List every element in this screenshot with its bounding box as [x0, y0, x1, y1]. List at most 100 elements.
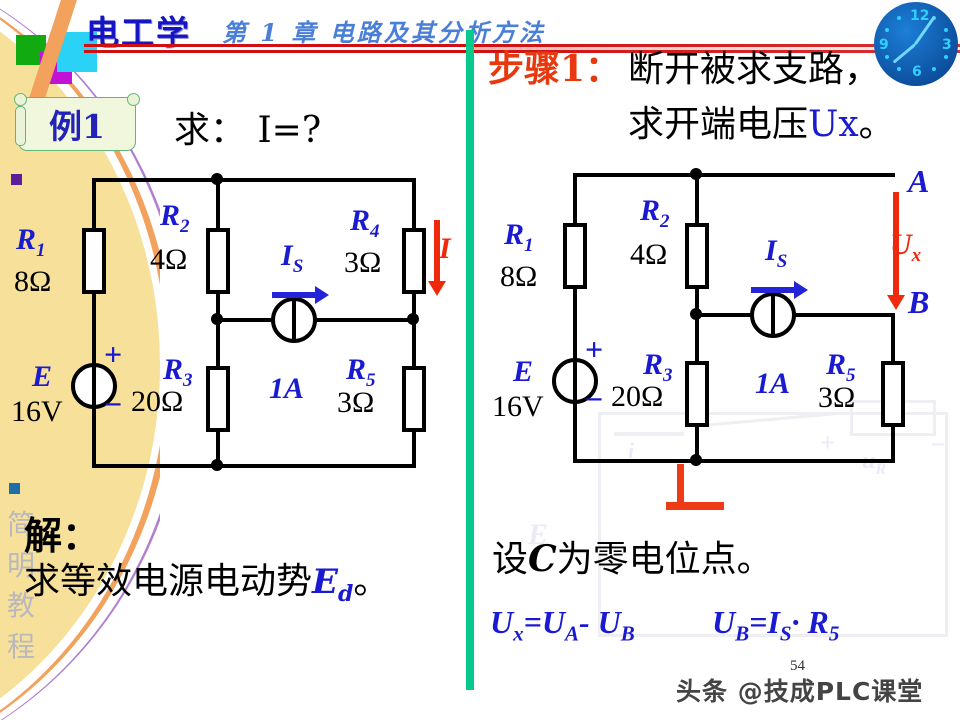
step-text-line2: 求开端电压Ux。 [628, 104, 895, 145]
right-label-e: E [513, 355, 534, 388]
right-resistor-r5 [881, 361, 905, 427]
header-rule-fade [470, 44, 960, 53]
page-number: 54 [790, 658, 805, 674]
label-r4-value: 3Ω [344, 246, 382, 279]
right-label-r1-value: 8Ω [500, 260, 538, 293]
label-node-a: A [908, 163, 930, 199]
zero-potential-note: 设C为零电位点。 [492, 538, 773, 580]
clock-number-9: 9 [879, 37, 889, 53]
right-wire-bottom [573, 459, 895, 463]
wm-label-minus: − [930, 430, 946, 459]
left-wire-top [92, 178, 416, 182]
right-node-bottom [690, 454, 702, 466]
left-node-mid-left [211, 313, 223, 325]
left-node-bottom [211, 459, 223, 471]
solution-text: 求等效电源电动势Ed。 [24, 561, 390, 608]
label-current-i: I [439, 232, 451, 265]
resistor-r3 [206, 366, 230, 432]
left-wire-bottom [92, 464, 416, 468]
clock-number-6: 6 [912, 64, 922, 80]
column-divider [466, 30, 474, 690]
right-current-source-is [750, 292, 796, 338]
label-e-plus: + [104, 336, 123, 372]
question-text: 求： I=? [174, 110, 322, 151]
label-r1: R1 [16, 223, 46, 261]
right-is-current-arrow [751, 281, 808, 299]
header-rule-bottom [84, 50, 960, 53]
right-label-e-plus: + [585, 331, 604, 367]
vertical-watermark: 简 明 教 程 [4, 505, 38, 667]
right-label-e-minus: − [585, 381, 604, 417]
clock-tick-8 [885, 55, 889, 59]
wm-label-i: i [628, 438, 635, 463]
clock-tick-11 [897, 16, 901, 20]
right-resistor-r3 [685, 361, 709, 427]
right-resistor-r2 [685, 223, 709, 289]
clock-number-12: 12 [910, 8, 930, 24]
voltage-source-e-bar [92, 365, 96, 407]
right-label-is: IS [765, 234, 788, 272]
right-wire-left [573, 173, 577, 463]
right-label-e-value: 16V [492, 390, 544, 423]
clock-tick-10 [885, 28, 889, 32]
header-rule-top [84, 44, 960, 47]
wm-line-right [945, 412, 948, 637]
wm-line-top [598, 412, 948, 415]
left-node-mid-right [407, 313, 419, 325]
i-current-arrow [428, 220, 446, 296]
wm-line-left [598, 412, 601, 637]
vertical-watermark-char-2: 明 [6, 548, 35, 582]
equation-ub: UB=IS· R5 [712, 604, 840, 646]
example-badge-label: 例1 [49, 107, 105, 146]
bullet-marker-blue [9, 483, 20, 494]
step-text-line1: 断开被求支路， [628, 49, 881, 90]
right-label-r5-value: 3Ω [818, 381, 856, 414]
label-r2-value: 4Ω [150, 243, 188, 276]
clock-tick-5 [932, 67, 936, 71]
right-label-r2-value: 4Ω [630, 238, 668, 271]
vertical-watermark-char-3: 教 [6, 589, 35, 623]
resistor-r5 [402, 366, 426, 432]
resistor-r1 [82, 228, 106, 294]
zero-potential-node-c: C [528, 538, 557, 580]
clock-number-3: 3 [942, 37, 952, 53]
right-node-top [690, 168, 702, 180]
chapter-subtitle: 第 1 章 电路及其分析方法 [222, 18, 546, 47]
wm-label-e: E [528, 518, 549, 551]
right-label-is-value: 1A [755, 367, 791, 400]
label-node-b: B [908, 284, 930, 320]
example-badge-bar [15, 106, 26, 146]
example-badge: 例1 [14, 93, 140, 151]
resistor-r4 [402, 228, 426, 294]
wm-label-u: uR [862, 448, 887, 478]
step-ux-symbol: Ux [808, 104, 859, 145]
label-r3-value: 20Ω [131, 385, 184, 418]
right-label-r1: R1 [504, 218, 534, 256]
wm-current-arrow [614, 432, 684, 436]
label-e-minus: − [104, 386, 123, 422]
label-r5: R5 [346, 353, 376, 391]
vertical-watermark-char-4: 程 [6, 629, 35, 663]
current-source-is [271, 297, 317, 343]
is-current-arrow [272, 286, 329, 304]
equation-ux: Ux=UA- UB [490, 604, 635, 646]
solution-label: 解： [24, 513, 101, 558]
solution-symbol-sub: d [337, 581, 354, 608]
current-source-is-bar [292, 299, 296, 341]
right-voltage-source-e-bar [573, 360, 577, 402]
bullet-marker-purple [11, 174, 22, 185]
clock-tick-4 [944, 55, 948, 59]
step-label: 步骤1： [488, 48, 622, 90]
example-badge-knob-left [14, 93, 27, 106]
label-is: IS [281, 239, 304, 277]
right-node-mid [690, 308, 702, 320]
clock-tick-7 [897, 67, 901, 71]
right-wire-top [573, 173, 895, 177]
ground-bar [666, 502, 724, 510]
right-current-source-is-bar [771, 294, 775, 336]
clock-icon: 12 3 6 9 [874, 2, 958, 86]
example-badge-knob-right [127, 93, 140, 106]
vertical-watermark-char-1: 简 [6, 508, 35, 541]
clock-tick-2 [944, 28, 948, 32]
